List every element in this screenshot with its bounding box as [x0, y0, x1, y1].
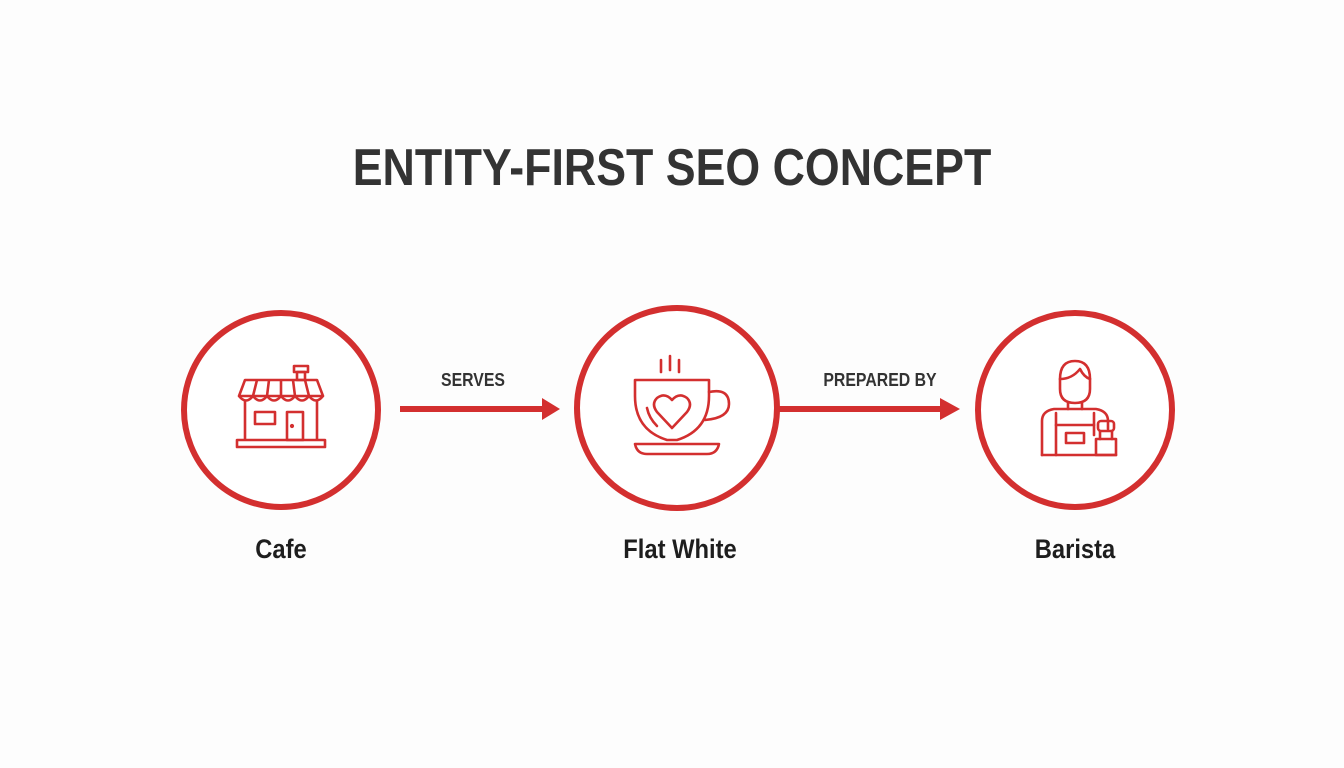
node-label-cafe: Cafe: [255, 534, 307, 564]
page-title: ENTITY-FIRST SEO CONCEPT: [352, 139, 992, 197]
arrow-prepared-by: [776, 398, 960, 420]
node-label-barista: Barista: [1034, 534, 1116, 564]
coffee-cup-heart-icon: [633, 354, 731, 456]
barista-icon: [1040, 359, 1118, 457]
node-label-flat-white: Flat White: [623, 534, 737, 564]
node-flat-white: [574, 305, 780, 511]
arrow-serves: [400, 398, 560, 420]
node-cafe: [181, 310, 381, 510]
edge-label-serves: SERVES: [441, 370, 505, 390]
node-barista: [975, 310, 1175, 510]
edge-label-prepared-by: PREPARED BY: [823, 370, 937, 390]
storefront-icon: [235, 364, 327, 449]
